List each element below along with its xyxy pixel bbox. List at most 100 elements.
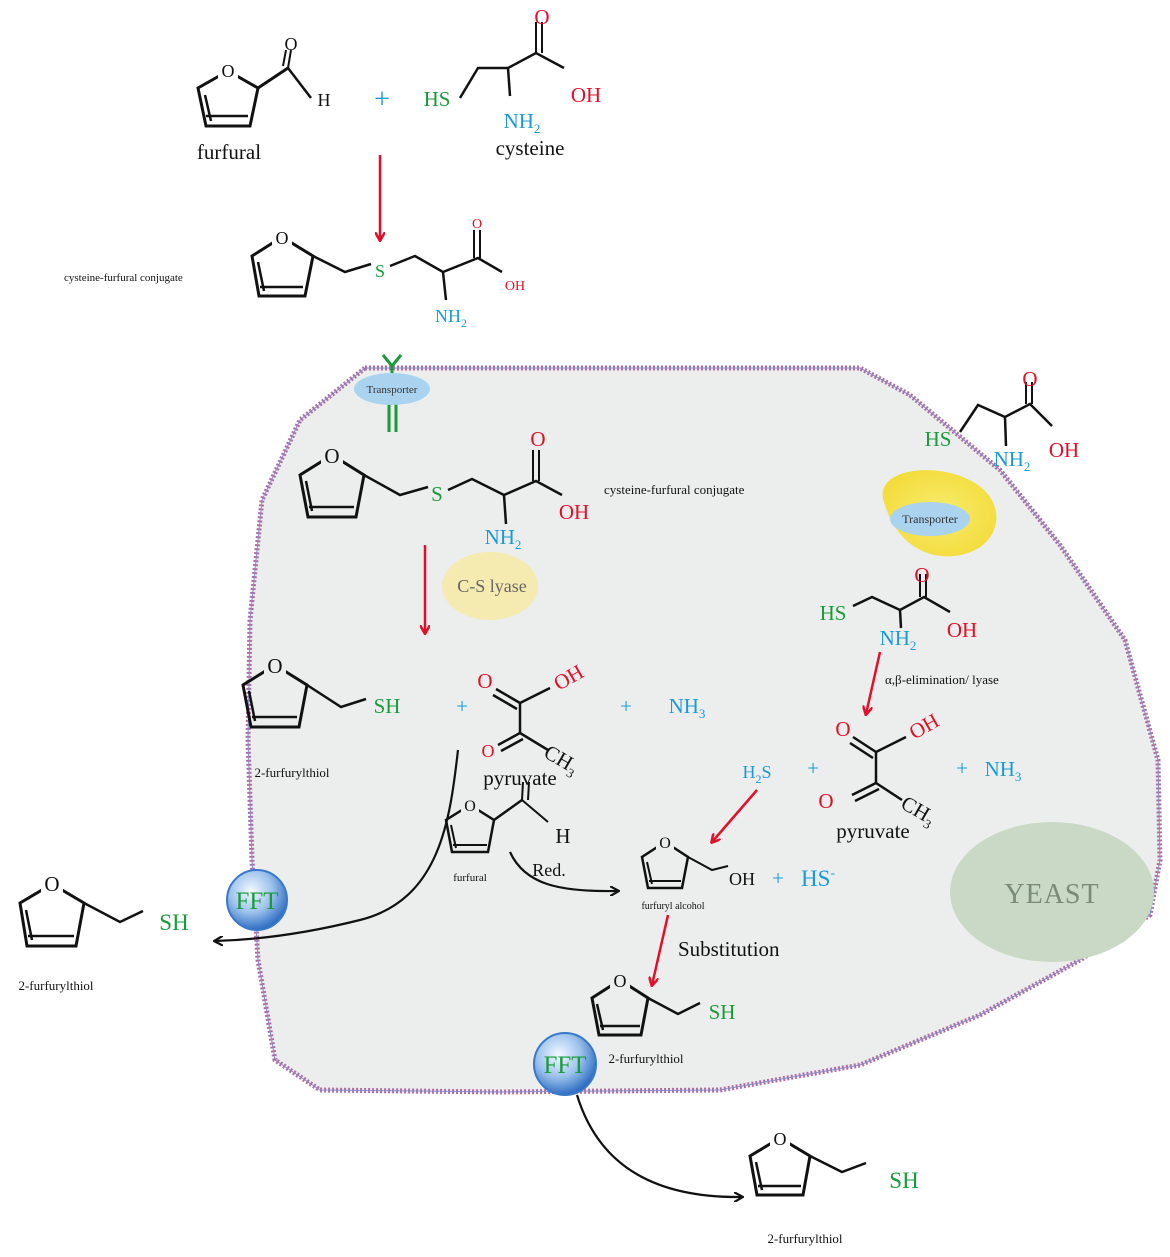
furfurylthiol-inner: O SH 2-furfurylthiol	[590, 971, 736, 1066]
fft-transporter-bottom[interactable]: FFT	[533, 1032, 597, 1096]
text-furan-O: O	[276, 228, 289, 248]
text-inner-cysteine-OH: OH	[947, 618, 977, 642]
text-left-products-O: O	[477, 669, 492, 693]
text-top-sub2: 2	[534, 121, 541, 136]
yeast-nucleus	[950, 822, 1154, 962]
text-inner-cysteine-sub2: 2	[910, 638, 917, 653]
h2s: H2S	[742, 762, 771, 786]
text-top-NH: NH	[504, 109, 534, 133]
furfural-inside-label: furfural	[453, 872, 487, 884]
text-top-aldehyde-H: H	[318, 90, 331, 110]
cysteine-top: HS O OH NH2 cysteine	[424, 5, 602, 160]
yeast-label: YEAST	[1004, 879, 1099, 910]
text-left-products-plus: +	[456, 694, 468, 718]
text-top-OH: OH	[571, 83, 601, 107]
text-conjugate-inside-sub2: 2	[515, 537, 522, 552]
text-right-products-O: O	[835, 717, 850, 741]
text-furan-O: O	[659, 835, 671, 852]
text-right-cysteine-sub2: 2	[1024, 459, 1031, 474]
furfurylthiol-left-label: 2-furfurylthiol	[254, 765, 329, 780]
hs-anion: HS-	[801, 866, 835, 891]
svg-text:NH2: NH2	[504, 109, 541, 136]
furfural-inside: O H furfural	[444, 781, 571, 884]
furfural-top: O O H furfural	[196, 34, 331, 164]
text-conjugate-outside-sub2: 2	[461, 316, 467, 330]
conjugate-outside: cysteine-furfural conjugate O S O OH NH2	[64, 217, 525, 330]
text-furan-O: O	[222, 61, 235, 81]
text-conjugate-outside-O: O	[472, 217, 482, 232]
text-top-O: O	[534, 5, 549, 29]
text-inner-thiol-SH: SH	[709, 1000, 736, 1024]
text-conjugate-inside-NH: NH	[485, 525, 515, 549]
furfuryl-alcohol: O OH furfuryl alcohol	[640, 834, 755, 912]
text-right-cysteine-HS: HS	[925, 427, 952, 451]
text-furan-O: O	[44, 872, 59, 896]
text-right-products-H2S-S: S	[761, 762, 771, 782]
furfurylthiol-left-outside-label: 2-furfurylthiol	[18, 978, 93, 993]
text-left-products-SH: SH	[374, 694, 401, 718]
cysteine-label: cysteine	[496, 136, 565, 160]
pyruvate-left-label: pyruvate	[483, 766, 556, 790]
text-inner-cysteine-NH: NH	[880, 626, 910, 650]
text-conjugate-inside-S: S	[431, 482, 443, 506]
cysteine-inside: HS O OH NH2	[820, 563, 978, 653]
cysteine-right-outside: HS O OH NH2	[925, 367, 1080, 474]
text-lyase-label: C-S lyase	[457, 576, 527, 596]
text-right-cysteine-O: O	[1022, 367, 1037, 391]
pyruvate-right: O OH O CH3 pyruvate	[818, 708, 943, 843]
text-left-products-sub3: 3	[699, 706, 706, 721]
svg-text:NH2: NH2	[485, 525, 522, 552]
svg-text:NH2: NH2	[435, 306, 467, 330]
text-left-products-NH: NH	[669, 694, 699, 718]
conjugate-outside-label: cysteine-furfural conjugate	[64, 272, 183, 284]
text-top-aldehyde-O: O	[285, 34, 298, 54]
text-right-cysteine-OH: OH	[1049, 438, 1079, 462]
svg-text:NH2: NH2	[880, 626, 917, 653]
text-right-products-sub3: 3	[1015, 769, 1022, 784]
text-furan-O: O	[324, 444, 339, 468]
text-furan-O: O	[267, 654, 282, 678]
furfurylthiol-bottom-label: 2-furfurylthiol	[767, 1231, 842, 1246]
text-left-outside-thiol-SH: SH	[159, 910, 188, 935]
text-conjugate-inside-O: O	[530, 427, 545, 451]
text-right-products-plus: +	[956, 756, 968, 780]
text-bottom-thiol-SH: SH	[889, 1168, 918, 1193]
svg-text:NH2: NH2	[994, 447, 1031, 474]
text-top-HS: HS	[424, 87, 451, 111]
text-left-products-O: O	[482, 741, 495, 761]
substitution-label: Substitution	[678, 937, 780, 961]
transporter-2[interactable]: Transporter	[882, 470, 997, 557]
text-right-products-H2S-H: H	[742, 762, 755, 782]
reduction-label: Red.	[532, 860, 566, 880]
plus-top: +	[374, 84, 390, 115]
nh3-right: NH3	[985, 757, 1022, 784]
conjugate-inside: O S O OH NH2 cysteine-furfural conjugate	[298, 427, 745, 552]
text-transporter-label: Transporter	[367, 384, 418, 396]
text-furan-O: O	[464, 798, 476, 815]
furfuryl-alcohol-label: furfuryl alcohol	[641, 901, 704, 912]
furfural-label: furfural	[197, 140, 261, 164]
text-conjugate-outside-S: S	[375, 261, 385, 281]
text-left-products-plus: +	[620, 694, 632, 718]
yeast-cell-membrane	[245, 365, 1163, 1095]
fft-transporter-left[interactable]: FFT	[226, 869, 288, 931]
text-conjugate-inside-OH: OH	[559, 500, 589, 524]
nh3-left: NH3	[669, 694, 706, 721]
text-furan-O: O	[774, 1129, 787, 1149]
transporter-1[interactable]: Transporter	[354, 354, 430, 432]
furfurylthiol-bottom: O SH 2-furfurylthiol	[748, 1129, 919, 1246]
text-inner-cysteine-HS: HS	[820, 601, 847, 625]
arrow-reduction	[508, 851, 618, 891]
text-right-cysteine-NH: NH	[994, 447, 1024, 471]
text-conjugate-outside-NH: NH	[435, 306, 461, 326]
text-conjugate-outside-OH: OH	[505, 279, 525, 294]
arrow-h2s	[712, 789, 758, 842]
arrow-export-left	[215, 749, 460, 941]
text-furfuryl-alcohol-OH: OH	[729, 869, 755, 889]
elimination-label: α,β-elimination/ lyase	[885, 672, 999, 687]
text-furfuryl-alcohol-minus: -	[830, 866, 835, 881]
cs-lyase: C-S lyase	[442, 552, 538, 620]
arrow-export-bottom	[575, 1094, 742, 1197]
pyruvate-right-label: pyruvate	[836, 819, 909, 843]
